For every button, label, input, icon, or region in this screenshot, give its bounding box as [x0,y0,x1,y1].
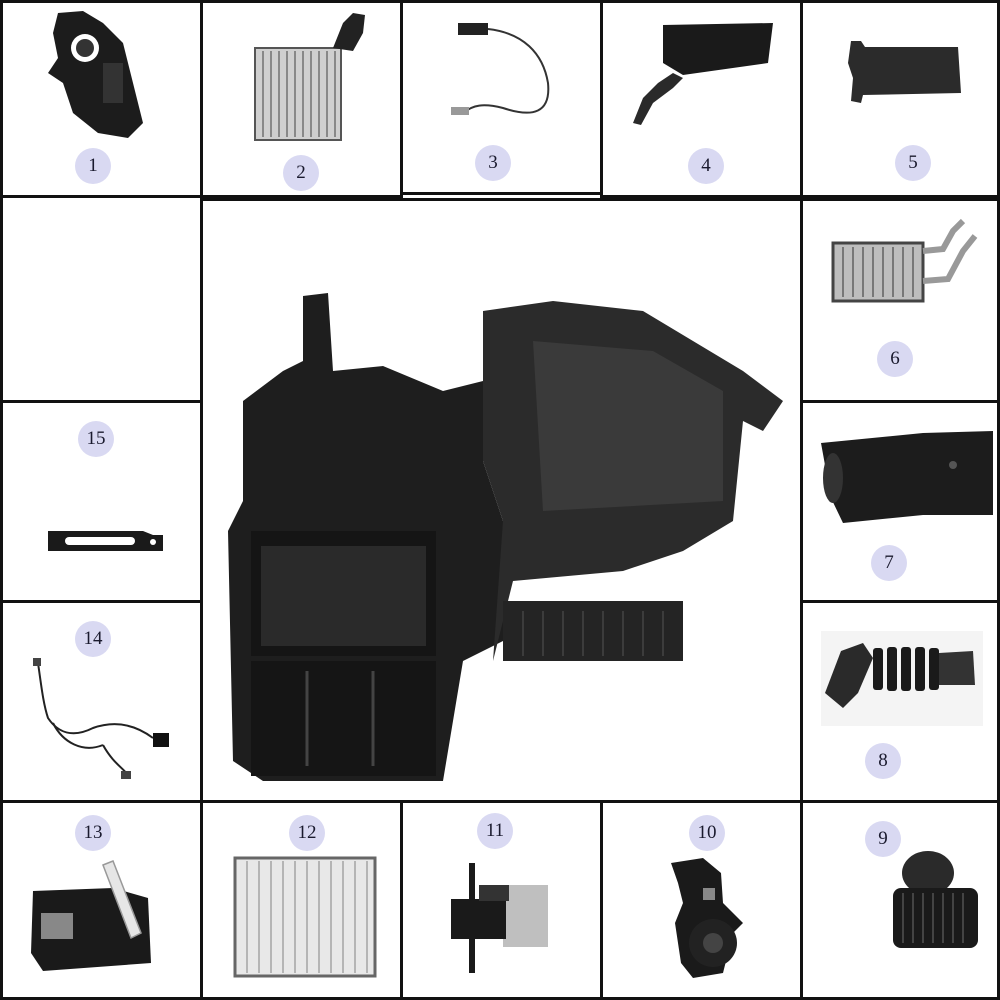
part-cell-9: 9 [800,800,1000,1000]
part-number-6: 6 [877,341,913,377]
part-number-11: 11 [477,813,513,849]
part-number-14: 14 [75,621,111,657]
part-cell-13: 13 [0,800,203,1000]
corrugated-drain-hose-icon [821,631,983,726]
part-number-5: 5 [895,145,931,181]
evaporator-core-icon [254,13,365,141]
temperature-sensor-wire-icon [451,23,550,115]
part-number-12: 12 [289,815,325,851]
part-cell-1: 1 [0,0,203,198]
part-cell-2: 2 [200,0,403,198]
part-number-1: 1 [75,148,111,184]
part-number-7: 7 [871,545,907,581]
hvac-assembly-icon [228,293,783,781]
part-cell-4: 4 [600,0,803,198]
part-cell-5: 5 [800,0,1000,198]
actuator-motor-icon [31,860,151,971]
part-cell-15: 15 [0,400,203,603]
part-number-8: 8 [865,743,901,779]
part-cell-6: 6 [800,198,1000,403]
part-number-2: 2 [283,155,319,191]
part-cell-14: 14 [0,600,203,803]
part-number-9: 9 [865,821,901,857]
part-cell-8: 8 [800,600,1000,803]
wiring-harness-icon [33,658,169,779]
part-number-3: 3 [475,145,511,181]
center-assembly-cell [200,198,803,803]
air-duct-icon [848,41,961,103]
part-cell-12: 12 [200,800,403,1000]
part-number-10: 10 [689,815,725,851]
part-number-4: 4 [688,148,724,184]
part-number-13: 13 [75,815,111,851]
blower-housing-part-icon [48,11,143,138]
blower-resistor-icon [451,863,548,973]
part-cell-3: 3 [400,0,603,195]
part-cell-7: 7 [800,400,1000,603]
blower-motor-icon [893,851,978,948]
part-number-15: 15 [78,421,114,457]
part-cell-11: 11 [400,800,603,1000]
duct-with-hose-icon [633,23,773,125]
empty-cell [0,195,203,403]
part-cell-10: 10 [600,800,803,1000]
mounting-bracket-icon [48,531,163,551]
air-intake-duct-icon [821,431,993,523]
cabin-air-filter-icon [233,856,377,978]
heater-core-icon [831,218,978,303]
blower-motor-housing-icon [671,858,743,978]
